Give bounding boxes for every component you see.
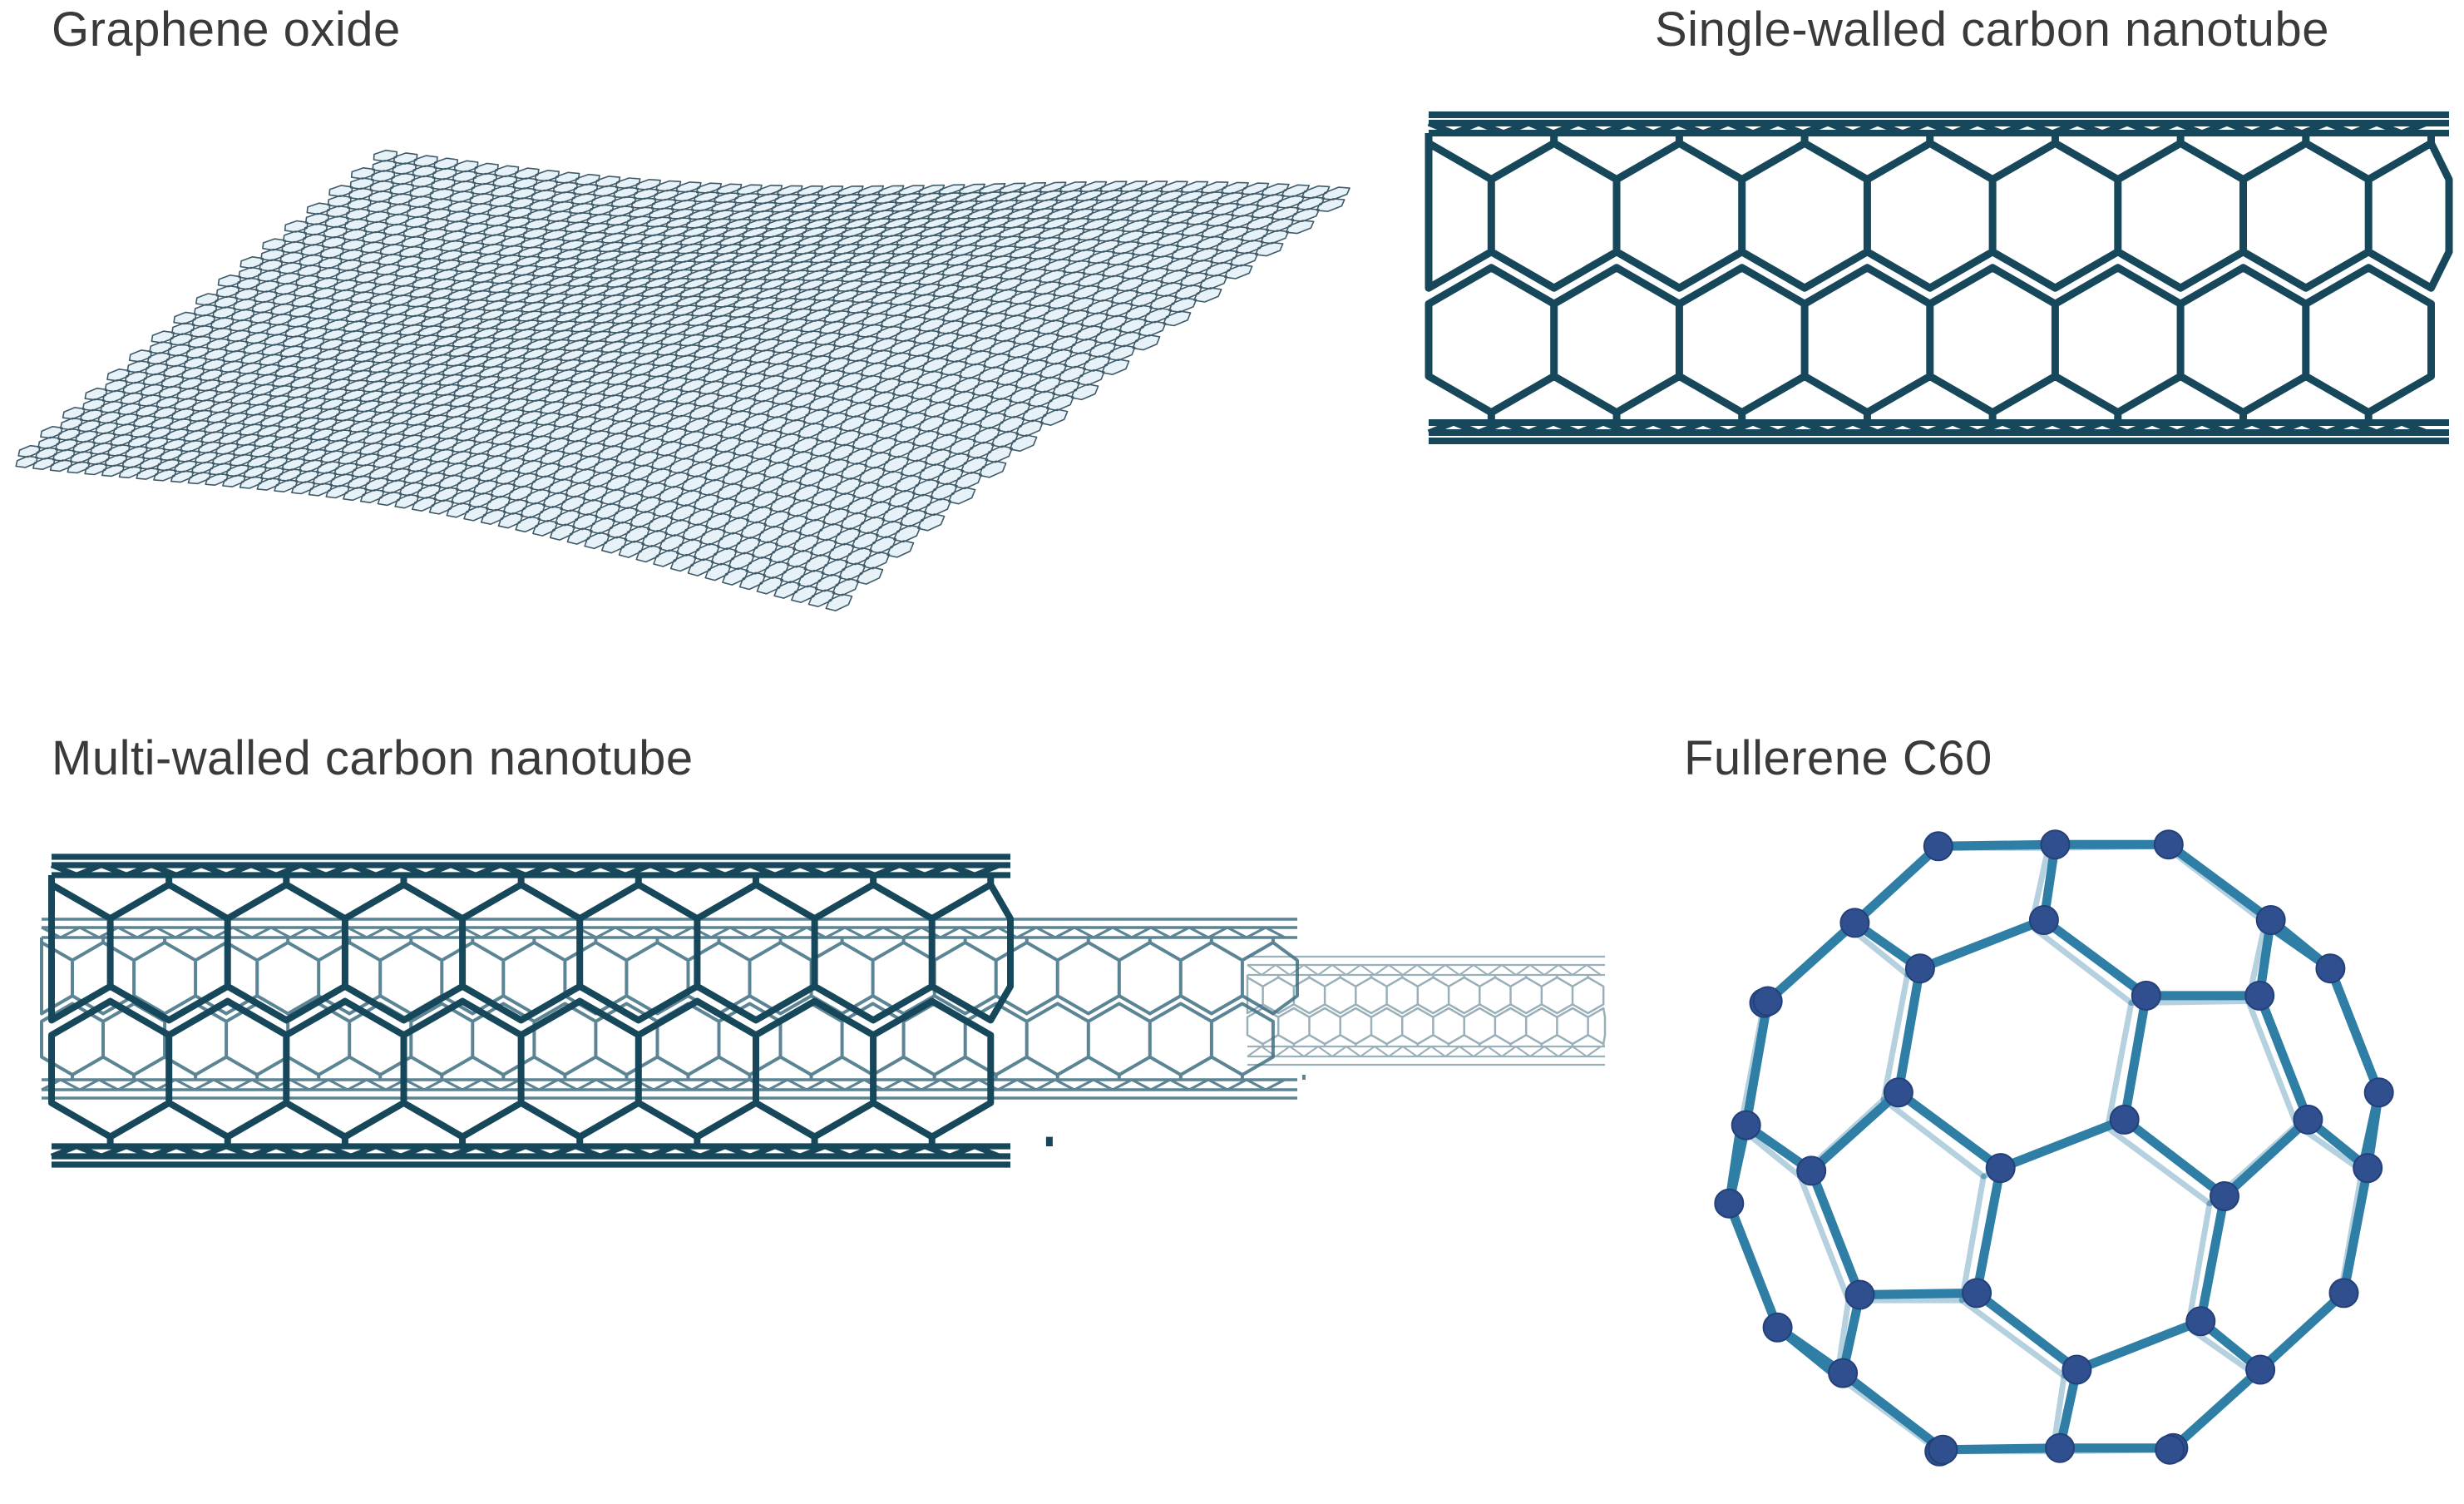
fullerene-c60-structure [1714,829,2394,1467]
graphene-lattice [15,149,1351,611]
fullerene-label: Fullerene C60 [1684,731,1992,785]
mwcnt-inner-tube-hexagons [1246,976,1607,1046]
swcnt-label: Single-walled carbon nanotube [1655,2,2329,57]
mwcnt-label: Multi-walled carbon nanotube [52,731,694,785]
fullerene-bonds [1724,839,2384,1457]
graphene-oxide-label: Graphene oxide [52,2,401,57]
graphene-oxide-sheet [15,149,1351,611]
mwcnt-outer-tube-hexagons [48,881,1014,1140]
mwcnt-structure [40,853,1607,1168]
graphene-hexagons [15,149,1351,611]
mwcnt-inner-tube [1246,955,1607,1066]
mwcnt-outer-tube [48,853,1053,1168]
fullerene-atoms [1714,829,2394,1467]
swcnt-structure [1425,111,2453,445]
swcnt-tube-hexagons [1425,139,2453,417]
swcnt-tube [1425,111,2453,445]
mwcnt-middle-tube [40,918,1306,1100]
